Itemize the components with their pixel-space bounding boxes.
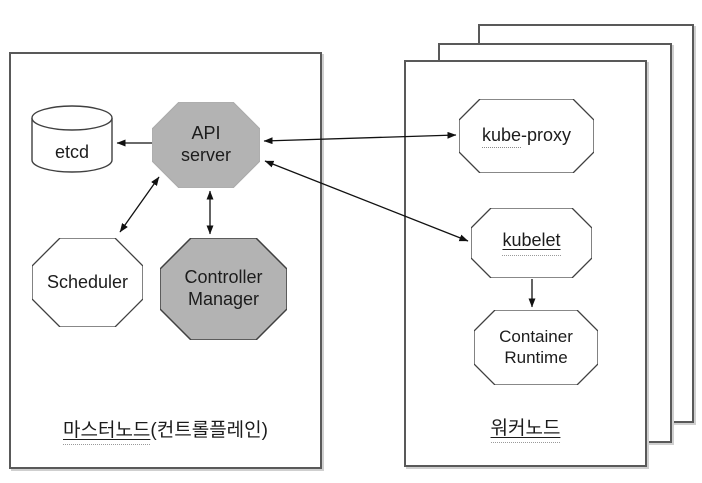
api-server-line2: server [180,145,231,165]
node-label-controller-manager: Controller Manager [160,238,287,340]
node-kube-proxy: kube-proxy [459,99,594,173]
kube-proxy-label-underlined: kube [481,125,522,149]
master-node-caption-rest: (컨트롤플레인) [150,420,268,441]
octagon-shape [160,238,287,340]
node-kubelet: kubelet [471,208,592,278]
api-server-line1: API [191,123,221,144]
kubelet-label: kubelet [502,230,561,256]
node-etcd: etcd [31,105,113,173]
master-node-caption: 마스터노드(컨트롤플레인) [9,419,322,445]
kube-proxy-label: kube-proxy [481,125,572,149]
node-label-scheduler: Scheduler [46,271,129,292]
controller-manager-line2: Manager [187,289,260,309]
cylinder-shape [31,105,113,173]
node-container-runtime: Container Runtime [474,310,598,385]
node-label-etcd: etcd [54,142,90,163]
octagon-shape [32,238,143,327]
octagon-shape [474,310,598,385]
kube-proxy-label-rest: -proxy [521,125,572,146]
node-scheduler: Scheduler [32,238,143,327]
node-controller-manager: Controller Manager [160,238,287,340]
node-label-kubelet: kubelet [471,208,592,278]
node-label-kube-proxy: kube-proxy [459,99,594,173]
master-node-caption-underlined: 마스터노드 [63,420,151,445]
node-label-container-runtime: Container Runtime [474,310,598,385]
node-label-api-server: API server [152,102,260,188]
container-runtime-line2: Runtime [504,347,568,367]
octagon-shape [152,102,260,188]
octagon-shape [471,208,592,278]
worker-node-caption: 워커노드 [404,417,647,443]
octagon-shape [459,99,594,173]
container-runtime-line1: Container [499,326,573,346]
controller-manager-line1: Controller [184,267,263,288]
node-api-server: API server [152,102,260,188]
worker-node-caption-label: 워커노드 [490,418,561,443]
